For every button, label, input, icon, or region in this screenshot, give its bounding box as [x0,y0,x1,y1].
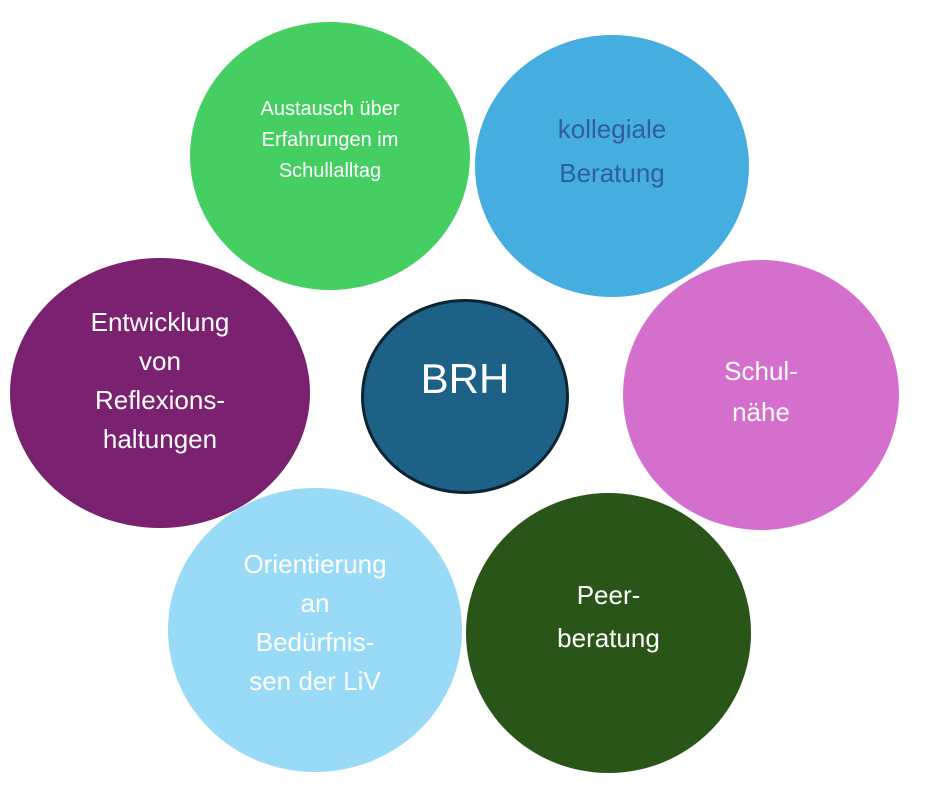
bubble-orientierung-line-3: Bedürfnis- [255,627,375,657]
bubble-entwicklung-line-2: von [139,346,181,376]
bubble-schulnaehe-line-2: nähe [732,397,790,427]
bubble-peer-line-1: Peer- [576,580,641,610]
bubble-schulnaehe: Schul- nähe [623,260,899,530]
bubble-peer-line-2: beratung [557,623,660,653]
bubble-orientierung-text: Orientierung an Bedürfnis- sen der LiV [243,545,386,701]
bubble-schulnaehe-line-1: Schul- [724,356,798,386]
bubble-peer-text: Peer- beratung [557,574,660,660]
bubble-peerberatung: Peer- beratung [466,493,751,773]
bubble-austausch-line-1: Austausch über [260,97,400,120]
bubble-entwicklung-reflexionshaltungen: Entwicklung von Reflexions- haltungen [10,258,310,528]
bubble-brh-center: BRH [361,299,569,494]
bubble-brh-label: BRH [420,354,510,402]
bubble-kollegiale-line-1: kollegiale [557,114,667,144]
bubble-orientierung-line-2: an [300,588,330,618]
bubble-orientierung-beduerfnisse: Orientierung an Bedürfnis- sen der LiV [168,488,462,772]
bubble-orientierung-line-4: sen der LiV [249,666,381,696]
bubble-austausch-line-3: Schullalltag [278,159,382,182]
bubble-kollegiale-line-2: Beratung [559,158,665,188]
bubble-entwicklung-text: Entwicklung von Reflexions- haltungen [91,303,230,459]
bubble-austausch-text: Austausch über Erfahrungen im Schullallt… [261,94,400,187]
bubble-austausch-erfahrungen: Austausch über Erfahrungen im Schullallt… [190,22,470,290]
bubble-austausch-line-2: Erfahrungen im [261,128,399,151]
bubble-brh-text: BRH [421,355,510,403]
bubble-entwicklung-line-1: Entwicklung [90,307,230,337]
bubble-kollegiale-beratung: kollegiale Beratung [475,35,749,297]
bubble-schulnaehe-text: Schul- nähe [724,351,798,433]
bubble-entwicklung-line-3: Reflexions- [94,385,226,415]
bubble-orientierung-line-1: Orientierung [243,549,387,579]
bubble-entwicklung-line-4: haltungen [102,424,218,454]
bubble-kollegiale-text: kollegiale Beratung [558,107,666,195]
